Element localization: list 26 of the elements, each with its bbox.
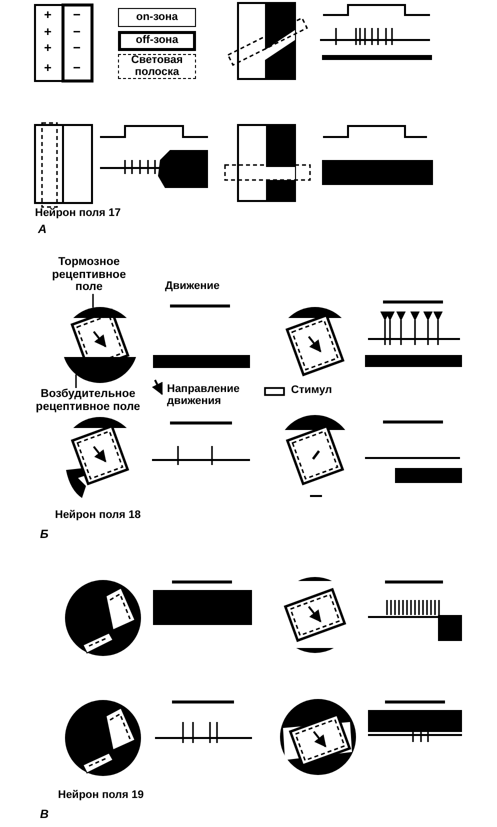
- minus-sign: −: [73, 8, 81, 22]
- panel-letter: А: [38, 223, 47, 236]
- caption: Движение: [165, 280, 220, 292]
- caption: Нейрон поля 18: [55, 509, 141, 522]
- minus-sign: −: [73, 61, 81, 76]
- legend-key-box: Световая полоска: [118, 54, 196, 79]
- caption: Нейрон поля 17: [35, 207, 121, 220]
- field-label: Возбудительное рецептивное поле: [28, 388, 148, 414]
- field-label: Тормозное рецептивное поле: [38, 256, 140, 294]
- plus-sign: +: [44, 41, 52, 56]
- inhibitory-zone: [64, 357, 136, 383]
- minus-sign: −: [73, 25, 81, 40]
- legend-key-box: off-зона: [118, 31, 196, 51]
- leader-line: [75, 374, 77, 388]
- inhibitory-zone: [73, 307, 127, 318]
- leader-line: [92, 294, 94, 308]
- minus-sign: −: [73, 41, 81, 56]
- caption: Нейрон поля 19: [58, 789, 144, 802]
- panel-letter: Б: [40, 528, 48, 542]
- plus-sign: +: [44, 61, 52, 76]
- plus-sign: +: [44, 25, 52, 40]
- legend-label: Направление движения: [167, 383, 241, 408]
- legend-label: Стимул: [291, 384, 332, 396]
- legend-key-box: on-зона: [118, 8, 196, 27]
- plus-sign: +: [44, 8, 52, 22]
- panel-letter: В: [40, 808, 49, 822]
